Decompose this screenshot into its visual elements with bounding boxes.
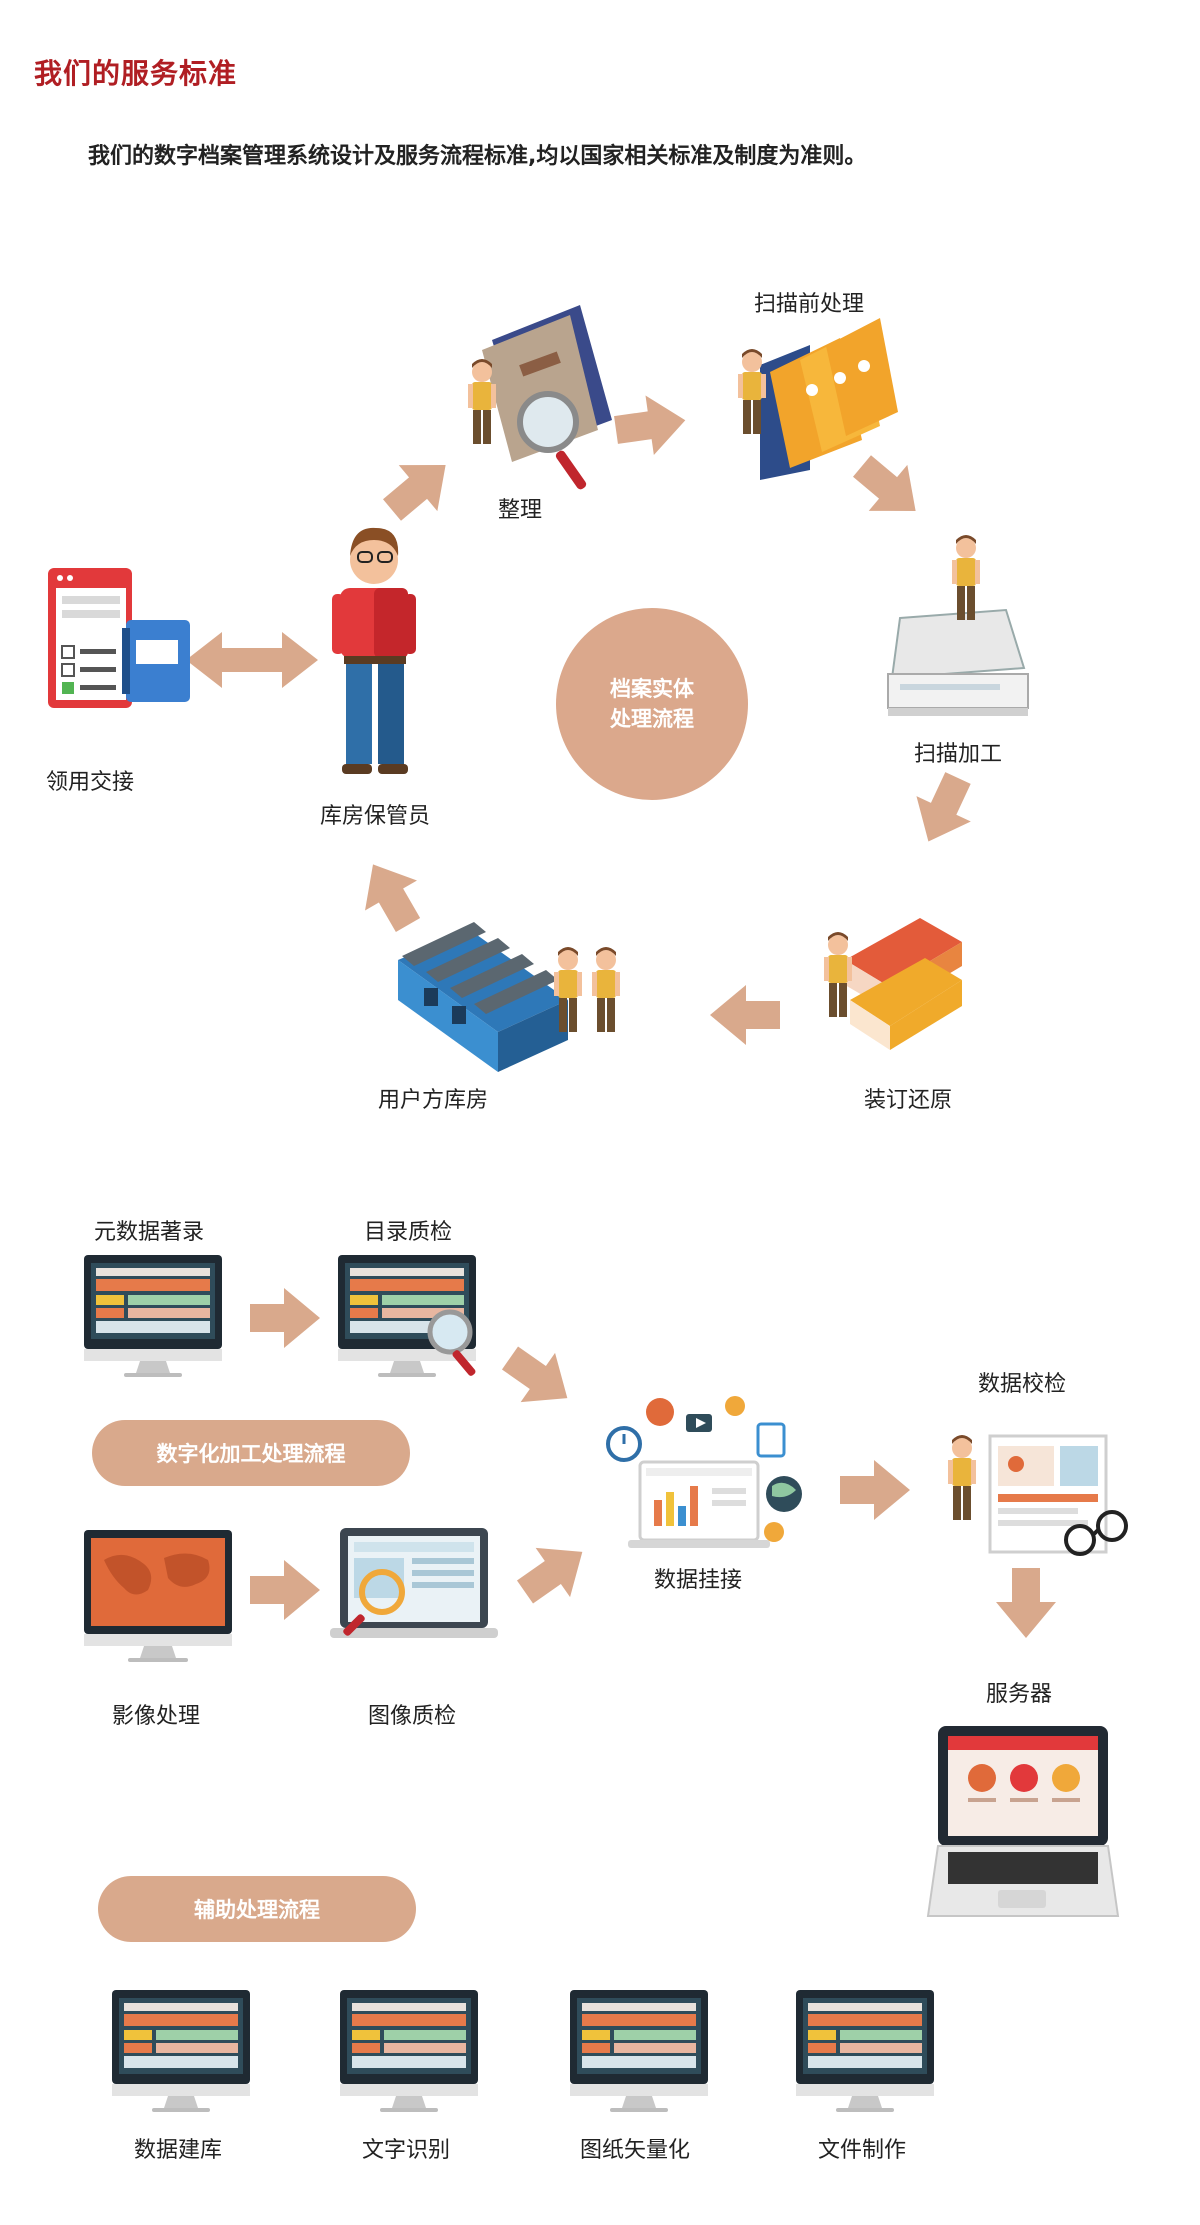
data-mount-illustration [606, 1396, 802, 1548]
step-label-binding: 装订还原 [864, 1088, 953, 1113]
warehouse-icon [398, 922, 568, 1072]
step-label-keeper: 库房保管员 [320, 804, 431, 829]
page-subtitle: 我们的数字档案管理系统设计及服务流程标准,均以国家相关标准及制度为准则。 [88, 144, 867, 169]
double-arrow [186, 632, 318, 688]
flow-arrow [611, 390, 690, 460]
step-label-image-qc: 图像质检 [368, 1704, 457, 1729]
step-label-zhengli: 整理 [498, 498, 543, 523]
center-circle-line1: 档案实体 [610, 677, 694, 701]
pill-digital-flow: 数字化加工处理流程 [92, 1420, 410, 1486]
person-icon [948, 1435, 976, 1520]
person-icon [468, 359, 496, 444]
person-icon [824, 932, 852, 1017]
monitor-aux-1 [112, 1990, 250, 2112]
flow-arrow [250, 1560, 320, 1620]
flow-arrow [901, 765, 986, 855]
person-icon [592, 947, 620, 1032]
handover-forms-icon [48, 568, 190, 708]
flow-arrow [372, 442, 465, 533]
monitor-aux-3 [570, 1990, 708, 2112]
books-icon [845, 918, 962, 1050]
step-label-scan: 扫描加工 [914, 742, 1003, 767]
center-process-circle: 档案实体 处理流程 [556, 608, 748, 800]
page-title: 我们的服务标准 [34, 57, 238, 90]
step-label-metadata: 元数据著录 [94, 1220, 205, 1245]
step-label-scan-pre: 扫描前处理 [754, 292, 865, 317]
step-label-catalog-qc: 目录质检 [364, 1220, 453, 1245]
aux-label-4: 文件制作 [818, 2138, 907, 2163]
laptop-image-qc [330, 1528, 498, 1638]
monitor-metadata [84, 1255, 222, 1377]
flow-arrow [710, 985, 780, 1045]
scanner-icon [887, 608, 1029, 716]
magnifier-icon [427, 1309, 476, 1376]
step-label-handover: 领用交接 [46, 770, 135, 795]
step-label-data-check: 数据校检 [978, 1372, 1067, 1397]
aux-label-1: 数据建库 [134, 2138, 223, 2163]
monitor-aux-2 [340, 1990, 478, 2112]
step-label-image-proc: 影像处理 [112, 1704, 201, 1729]
flow-arrow [347, 849, 434, 940]
step-label-warehouse: 用户方库房 [378, 1088, 489, 1113]
data-check-illustration [988, 1434, 1128, 1556]
flow-arrow [507, 1527, 600, 1617]
binders-icon [760, 318, 898, 480]
pill-aux-flow: 辅助处理流程 [98, 1876, 416, 1942]
step-label-server: 服务器 [986, 1682, 1053, 1707]
server-laptop-icon [926, 1726, 1120, 1917]
flow-arrow [250, 1288, 320, 1348]
aux-label-2: 文字识别 [362, 2138, 451, 2163]
flow-arrow [840, 1460, 910, 1520]
archive-box-icon [482, 305, 612, 490]
monitor-aux-4 [796, 1990, 934, 2112]
flow-arrow [842, 443, 935, 534]
aux-label-3: 图纸矢量化 [580, 2138, 691, 2163]
center-circle-line2: 处理流程 [610, 707, 694, 731]
keeper-figure [332, 527, 416, 774]
monitor-image-proc [84, 1530, 232, 1662]
flow-arrow [492, 1333, 585, 1423]
step-label-mount: 数据挂接 [654, 1568, 743, 1593]
person-icon [952, 535, 980, 620]
flow-arrow [996, 1568, 1056, 1638]
